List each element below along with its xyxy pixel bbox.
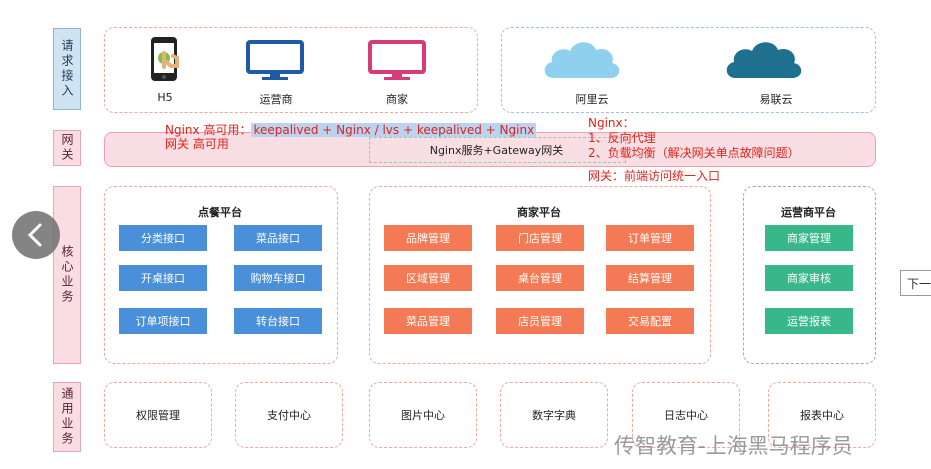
merchant-item[interactable]: 结算管理 (606, 265, 694, 291)
common-service: 报表中心 (768, 382, 876, 448)
nginx-ha-label: Nginx 高可用： (165, 123, 252, 137)
common-service: 支付中心 (235, 382, 343, 448)
client-yilianyun-label: 易联云 (759, 93, 793, 106)
ordering-platform-title: 点餐平台 (198, 206, 242, 219)
operator-item[interactable]: 运营报表 (765, 308, 853, 334)
merchant-item[interactable]: 桌台管理 (496, 265, 584, 291)
merchant-item[interactable]: 门店管理 (496, 225, 584, 251)
next-slide-label: 下一 (907, 276, 931, 291)
nginx-ha-annotation: Nginx 高可用：keepalived + Nginx / lvs + kee… (165, 121, 537, 138)
layer-gateway-label: 网关 (53, 130, 81, 166)
client-h5-label: H5 (157, 91, 173, 104)
layer-core-label: 核心业务 (53, 186, 81, 364)
monitor-blue-icon (246, 40, 304, 80)
ordering-item[interactable]: 转台接口 (234, 308, 322, 334)
layer-request-label: 请求接入 (53, 28, 81, 110)
merchant-item[interactable]: 店员管理 (496, 308, 584, 334)
operator-platform-title: 运营商平台 (781, 206, 836, 219)
gateway-note-annotation: 网关：前端访问统一入口 (588, 169, 721, 183)
monitor-pink-icon (368, 40, 426, 80)
cloud-light-icon (544, 42, 620, 78)
merchant-item[interactable]: 品牌管理 (384, 225, 472, 251)
client-aliyun-label: 阿里云 (575, 93, 609, 106)
merchant-item[interactable]: 交易配置 (606, 308, 694, 334)
phone-icon (151, 37, 179, 81)
client-operator-label: 运营商 (259, 93, 293, 106)
gateway-inner-box (369, 137, 626, 163)
nginx-point2-annotation: 2、负载均衡（解决网关单点故障问题） (588, 146, 800, 160)
ordering-item[interactable]: 购物车接口 (234, 265, 322, 291)
gateway-bar-label: Nginx服务+Gateway网关 (429, 144, 564, 157)
ordering-item[interactable]: 订单项接口 (119, 308, 207, 334)
ordering-item[interactable]: 菜品接口 (234, 225, 322, 251)
previous-slide-button[interactable] (12, 211, 60, 259)
gateway-ha-annotation: 网关 高可用 (165, 137, 229, 151)
nginx-ha-value: keepalived + Nginx / lvs + keepalived + … (251, 123, 537, 137)
ordering-item[interactable]: 开桌接口 (119, 265, 207, 291)
operator-item[interactable]: 商家审核 (765, 265, 853, 291)
cloud-dark-icon (726, 42, 802, 78)
layer-common-label: 通用业务 (53, 382, 81, 452)
chevron-left-icon (27, 223, 42, 247)
merchant-platform-title: 商家平台 (517, 206, 561, 219)
common-service: 数字字典 (500, 382, 608, 448)
merchant-item[interactable]: 区域管理 (384, 265, 472, 291)
common-service: 日志中心 (632, 382, 740, 448)
operator-item[interactable]: 商家管理 (765, 225, 853, 251)
watermark-text: 传智教育-上海黑马程序员 (614, 434, 853, 458)
ordering-item[interactable]: 分类接口 (119, 225, 207, 251)
common-service: 图片中心 (369, 382, 477, 448)
next-slide-button[interactable]: 下一 (900, 270, 931, 296)
nginx-point1-annotation: 1、反向代理 (588, 131, 656, 145)
merchant-item[interactable]: 订单管理 (606, 225, 694, 251)
client-merchant-label: 商家 (386, 93, 408, 106)
merchant-item[interactable]: 菜品管理 (384, 308, 472, 334)
nginx-title-annotation: Nginx： (588, 116, 635, 130)
common-service: 权限管理 (104, 382, 212, 448)
